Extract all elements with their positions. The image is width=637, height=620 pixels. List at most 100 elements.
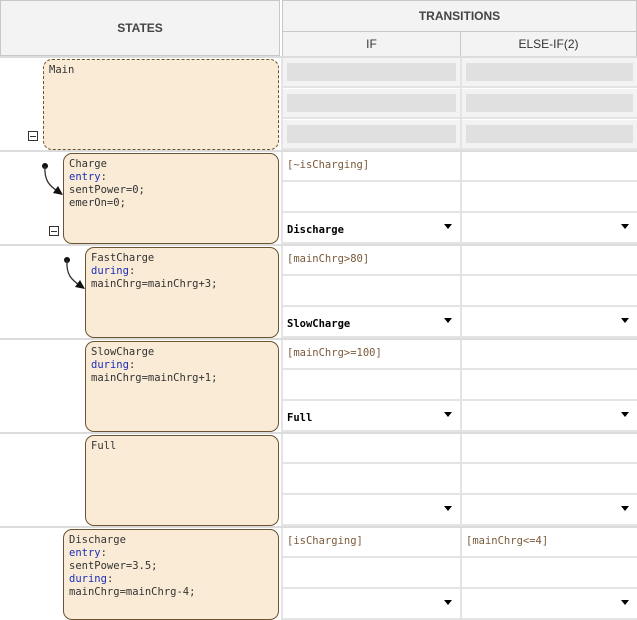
dropdown-caret-icon[interactable] bbox=[444, 506, 452, 511]
action-cell[interactable] bbox=[462, 89, 637, 119]
action-cell[interactable] bbox=[283, 465, 460, 495]
destination-dropdown[interactable]: Discharge bbox=[283, 214, 460, 244]
destination-dropdown[interactable]: SlowCharge bbox=[283, 308, 460, 338]
condition-cell[interactable] bbox=[462, 434, 637, 464]
destination-dropdown[interactable] bbox=[283, 120, 460, 150]
state-name: Discharge bbox=[69, 534, 126, 546]
column-divider bbox=[281, 434, 283, 526]
condition-cell[interactable]: [mainChrg>80] bbox=[283, 246, 460, 276]
dropdown-caret-icon[interactable] bbox=[444, 224, 452, 229]
action-cell[interactable] bbox=[283, 559, 460, 589]
condition-cell[interactable]: [mainChrg<=4] bbox=[462, 528, 637, 558]
if-column-header[interactable]: IF bbox=[282, 31, 461, 57]
column-divider bbox=[460, 152, 462, 244]
condition-cell[interactable]: [mainChrg>=100] bbox=[283, 340, 460, 370]
states-header: STATES bbox=[0, 0, 280, 56]
dropdown-caret-icon[interactable] bbox=[621, 600, 629, 605]
default-transition-icon bbox=[42, 163, 63, 195]
state-action-keyword: during: bbox=[91, 359, 136, 371]
dropdown-caret-icon[interactable] bbox=[621, 506, 629, 511]
condition-cell[interactable] bbox=[462, 246, 637, 276]
column-divider bbox=[281, 340, 283, 432]
state-action-line: mainChrg=mainChrg-4; bbox=[69, 586, 196, 598]
destination-dropdown[interactable] bbox=[462, 120, 637, 150]
destination-dropdown[interactable] bbox=[283, 590, 460, 620]
transitions-header: TRANSITIONS bbox=[282, 0, 637, 32]
destination-dropdown[interactable] bbox=[462, 496, 637, 526]
state-name: FastCharge bbox=[91, 252, 155, 264]
column-divider bbox=[281, 152, 283, 244]
column-divider bbox=[460, 340, 462, 432]
dropdown-caret-icon[interactable] bbox=[444, 600, 452, 605]
state-row: Main bbox=[0, 56, 637, 150]
action-cell[interactable] bbox=[283, 371, 460, 401]
state-name: SlowCharge bbox=[91, 346, 155, 358]
states-header-label: STATES bbox=[117, 21, 163, 35]
default-transition-icon bbox=[64, 257, 85, 289]
action-cell[interactable] bbox=[462, 277, 637, 307]
state-action-keyword: entry: bbox=[69, 547, 107, 559]
destination-value: Discharge bbox=[287, 224, 344, 236]
if-label: IF bbox=[366, 37, 377, 51]
state-action-line: mainChrg=mainChrg+3; bbox=[91, 278, 218, 290]
collapse-icon[interactable] bbox=[49, 226, 59, 236]
dropdown-caret-icon[interactable] bbox=[621, 318, 629, 323]
dropdown-caret-icon[interactable] bbox=[621, 412, 629, 417]
state-action-line: emerOn=0; bbox=[69, 197, 126, 209]
action-cell[interactable] bbox=[462, 183, 637, 213]
state-action-keyword: during: bbox=[91, 265, 136, 277]
destination-value: SlowCharge bbox=[287, 318, 351, 330]
action-cell[interactable] bbox=[462, 465, 637, 495]
state-name: Full bbox=[91, 440, 117, 452]
action-cell[interactable] bbox=[462, 559, 637, 589]
action-cell[interactable] bbox=[283, 89, 460, 119]
state-row: Full bbox=[0, 432, 637, 526]
state-action-keyword: during: bbox=[69, 573, 114, 585]
state-box[interactable]: Full bbox=[85, 435, 279, 526]
dropdown-caret-icon[interactable] bbox=[444, 318, 452, 323]
action-cell[interactable] bbox=[283, 183, 460, 213]
state-name: Main bbox=[49, 64, 75, 76]
condition-cell[interactable] bbox=[283, 58, 460, 88]
column-divider bbox=[281, 58, 283, 150]
column-divider bbox=[460, 58, 462, 150]
dropdown-caret-icon[interactable] bbox=[444, 412, 452, 417]
state-action-line: sentPower=0; bbox=[69, 184, 145, 196]
condition-cell[interactable] bbox=[462, 152, 637, 182]
else-if-label: ELSE-IF(2) bbox=[518, 37, 579, 51]
condition-cell[interactable]: [~isCharging] bbox=[283, 152, 460, 182]
state-action-line: mainChrg=mainChrg+1; bbox=[91, 372, 218, 384]
action-cell[interactable] bbox=[462, 371, 637, 401]
state-name: Charge bbox=[69, 158, 107, 170]
transitions-header-label: TRANSITIONS bbox=[418, 9, 501, 23]
action-cell[interactable] bbox=[283, 277, 460, 307]
state-action-line: sentPower=3.5; bbox=[69, 560, 158, 572]
else-if-column-header[interactable]: ELSE-IF(2) bbox=[460, 31, 637, 57]
collapse-icon[interactable] bbox=[28, 131, 38, 141]
dropdown-caret-icon[interactable] bbox=[621, 224, 629, 229]
state-action-keyword: entry: bbox=[69, 171, 107, 183]
destination-dropdown[interactable] bbox=[462, 308, 637, 338]
column-divider bbox=[460, 528, 462, 620]
destination-dropdown[interactable] bbox=[462, 590, 637, 620]
destination-value: Full bbox=[287, 412, 313, 424]
column-divider bbox=[460, 434, 462, 526]
destination-dropdown[interactable] bbox=[462, 214, 637, 244]
condition-cell[interactable] bbox=[462, 340, 637, 370]
condition-cell[interactable]: [isCharging] bbox=[283, 528, 460, 558]
destination-dropdown[interactable] bbox=[283, 496, 460, 526]
destination-dropdown[interactable]: Full bbox=[283, 402, 460, 432]
column-divider bbox=[460, 246, 462, 338]
destination-dropdown[interactable] bbox=[462, 402, 637, 432]
state-box[interactable]: Main bbox=[43, 59, 279, 150]
condition-cell[interactable] bbox=[283, 434, 460, 464]
condition-cell[interactable] bbox=[462, 58, 637, 88]
